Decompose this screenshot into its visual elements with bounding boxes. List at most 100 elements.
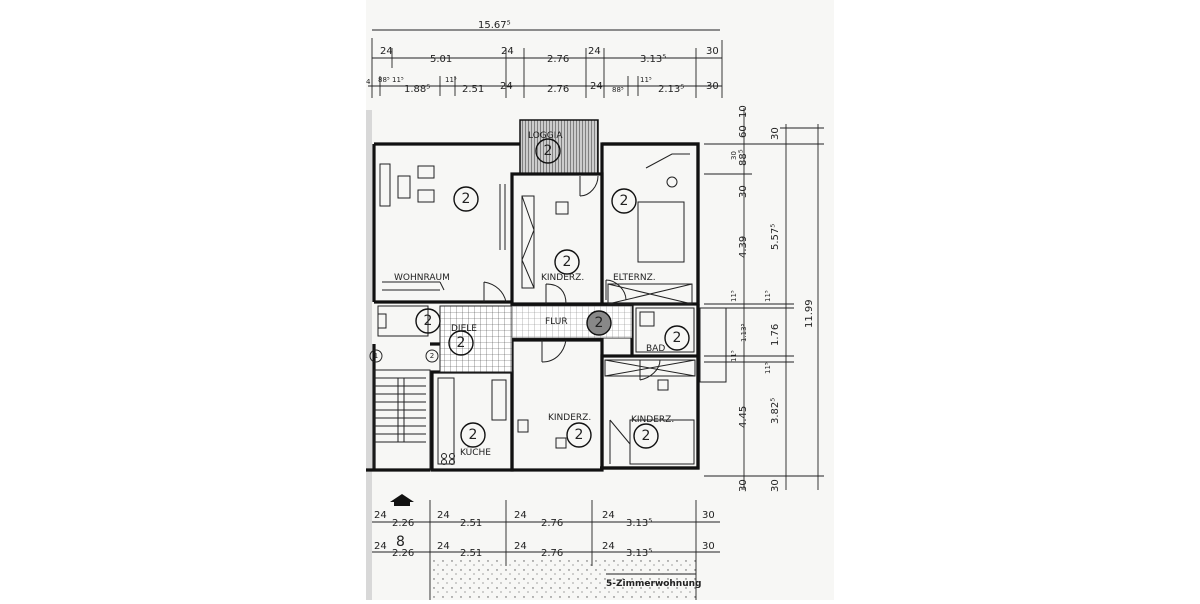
svg-text:24: 24: [437, 541, 450, 552]
right-inner-dimensions: 10 60 30 88⁵ 30 4.39 11⁵ 1.13⁵ 11⁵ 4.45 …: [730, 105, 749, 492]
diele-number: 2: [457, 335, 466, 351]
wohnraum-label: WOHNRAUM: [394, 273, 450, 283]
svg-text:4.45: 4.45: [738, 406, 749, 428]
svg-text:11⁵: 11⁵: [392, 76, 404, 84]
bad-label: BAD: [646, 344, 665, 354]
svg-text:3.13⁵: 3.13⁵: [626, 518, 652, 529]
top-dimension-row-2: 4 88⁵ 11⁵ 1.88⁵ 11⁵ 2.51 24 2.76 24 88⁵ …: [366, 76, 719, 95]
svg-text:4: 4: [366, 78, 371, 86]
elternz-number-circle: [611, 188, 637, 214]
plan-title: 5-Zimmerwohnung: [606, 579, 701, 589]
svg-text:11⁵: 11⁵: [764, 290, 772, 302]
svg-text:11⁵: 11⁵: [730, 350, 738, 362]
right-overall-dimension: 11.99: [804, 299, 815, 328]
kinderz-1-number: 2: [563, 254, 572, 270]
svg-text:3.82⁵: 3.82⁵: [770, 398, 781, 424]
flur-number-circle: [586, 310, 612, 336]
svg-text:4.39: 4.39: [738, 236, 749, 258]
right-dimension-lines: [704, 108, 824, 490]
wc-number-circle: [415, 308, 441, 334]
bottom-dimension-row-2: 24 2.26 24 2.51 24 2.76 24 3.13⁵ 30: [374, 541, 715, 559]
loggia-number-circle: [535, 138, 561, 164]
kinderz-1-label: KINDERZ.: [541, 273, 584, 283]
diele-number-circle: [448, 330, 474, 356]
svg-text:2.51: 2.51: [460, 548, 482, 559]
svg-text:3.13⁵: 3.13⁵: [626, 548, 652, 559]
furniture: [377, 153, 727, 465]
room-number-circles: 2 2 2 2 2 2 2 2 2 2 2: [415, 138, 690, 449]
svg-text:60: 60: [738, 125, 749, 138]
right-middle-dimensions: 30 5.57⁵ 11⁵ 1.76 11⁵ 3.82⁵ 30: [764, 127, 781, 492]
svg-text:24: 24: [380, 46, 393, 57]
bad-number: 2: [673, 330, 682, 346]
entrance-house-icon: [390, 494, 414, 502]
kinderz-2-walls: [510, 338, 604, 472]
svg-text:24: 24: [602, 510, 615, 521]
kinderz-1-walls: [510, 172, 604, 306]
loggia-label: LOGGIA: [528, 131, 563, 141]
svg-text:24: 24: [514, 541, 527, 552]
svg-text:24: 24: [501, 46, 514, 57]
diele-tiles: [439, 305, 513, 373]
wc-number: 2: [424, 313, 433, 329]
kinderz-3-walls: [600, 354, 700, 470]
svg-text:10: 10: [738, 105, 749, 118]
kinderz-2-label: KINDERZ.: [548, 413, 591, 423]
ground-strip: [430, 560, 696, 600]
svg-text:5.01: 5.01: [430, 54, 452, 65]
kueche-number-circle: [460, 422, 486, 448]
stair-marker-left: [369, 349, 383, 363]
loggia-number: 2: [544, 143, 553, 159]
stair-marker-right: [425, 349, 439, 363]
svg-text:24: 24: [437, 510, 450, 521]
svg-text:88⁵: 88⁵: [612, 86, 624, 94]
svg-text:24: 24: [514, 510, 527, 521]
svg-text:11⁵: 11⁵: [640, 76, 652, 84]
bottom-dimension-row-1: 24 2.26 24 2.51 24 2.76 24 3.13⁵ 30: [374, 510, 715, 529]
svg-text:24: 24: [588, 46, 601, 57]
kinderz-3-label: KINDERZ.: [631, 415, 674, 425]
svg-text:2.26: 2.26: [392, 518, 414, 529]
svg-text:2.13⁵: 2.13⁵: [658, 84, 684, 95]
svg-text:3.13⁵: 3.13⁵: [640, 54, 666, 65]
bad-number-circle: [664, 325, 690, 351]
elternz-number: 2: [620, 193, 629, 209]
kueche-label: KÜCHE: [460, 447, 491, 458]
svg-text:2.76: 2.76: [541, 548, 563, 559]
room-labels: WOHNRAUM LOGGIA KINDERZ. ELTERNZ. FLUR B…: [394, 131, 674, 458]
staircase-number: 8: [396, 534, 405, 550]
wohnraum-number-circle: [453, 186, 479, 212]
elternz-label: ELTERNZ.: [613, 273, 656, 283]
svg-text:2.76: 2.76: [547, 84, 569, 95]
svg-text:88⁵: 88⁵: [738, 149, 749, 166]
overall-width-label: 15.67⁵: [478, 20, 511, 31]
svg-text:88⁵: 88⁵: [378, 76, 390, 84]
svg-text:30: 30: [738, 185, 749, 198]
wohnraum-number: 2: [462, 191, 471, 207]
bottom-dimension-lines: [372, 500, 720, 600]
svg-text:2.51: 2.51: [460, 518, 482, 529]
svg-text:11⁵: 11⁵: [445, 76, 457, 84]
svg-text:2: 2: [430, 352, 434, 360]
svg-text:5.57⁵: 5.57⁵: [770, 224, 781, 250]
svg-text:24: 24: [374, 510, 387, 521]
svg-text:1.88⁵: 1.88⁵: [404, 84, 430, 95]
floor-plan-drawing: 15.67⁵ 24 5.01 24 2.76 24 3.13⁵ 30 4 88⁵…: [366, 20, 824, 600]
svg-text:30: 30: [738, 479, 749, 492]
flur-label: FLUR: [545, 317, 568, 327]
svg-text:24: 24: [602, 541, 615, 552]
svg-text:2.51: 2.51: [462, 84, 484, 95]
svg-text:2.76: 2.76: [541, 518, 563, 529]
svg-text:30: 30: [706, 46, 719, 57]
kinderz-3-number: 2: [642, 428, 651, 444]
kinderz-3-number-circle: [633, 423, 659, 449]
page-edge-shadow: [366, 110, 372, 600]
svg-text:1.13⁵: 1.13⁵: [740, 323, 748, 342]
floor-plan-scan: 15.67⁵ 24 5.01 24 2.76 24 3.13⁵ 30 4 88⁵…: [366, 0, 834, 600]
svg-text:11⁵: 11⁵: [764, 362, 772, 374]
flur-number: 2: [595, 315, 604, 331]
kinderz-2-number-circle: [566, 422, 592, 448]
svg-text:2.76: 2.76: [547, 54, 569, 65]
top-dimension-row-1: 24 5.01 24 2.76 24 3.13⁵ 30: [380, 46, 719, 65]
svg-text:30: 30: [770, 479, 781, 492]
